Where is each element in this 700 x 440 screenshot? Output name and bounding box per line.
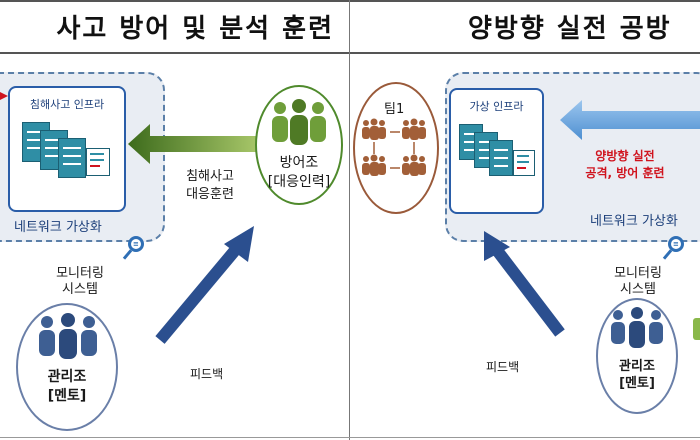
manager-line2-right: [멘토] — [619, 376, 655, 391]
manager-team-label: 관리조 [멘토] — [22, 368, 112, 406]
defense-team-label: 방어조 [대응인력] — [258, 154, 340, 192]
team1-people-icon — [362, 118, 426, 176]
defense-line1: 방어조 — [279, 155, 319, 171]
monitoring-system-label: 모니터링 시스템 — [40, 266, 120, 298]
virtual-infra-panel: 가상 인프라 — [449, 88, 544, 214]
bidirectional-battle-arrow — [560, 100, 700, 140]
feedback-arrow — [155, 226, 254, 344]
feedback-label: 피드백 — [190, 367, 224, 381]
monitor-line2: 시스템 — [62, 282, 98, 297]
team1-label: 팀1 — [384, 102, 405, 117]
network-virtualization-label-right: 네트워크 가상화 — [590, 214, 678, 229]
incident-infra-panel: 침해사고 인프라 — [8, 86, 126, 212]
team1-oval — [353, 82, 439, 214]
battle-line1: 양방향 실전 — [595, 149, 655, 163]
incoming-red-arrow-icon — [0, 92, 8, 100]
virtual-infra-label: 가상 인프라 — [469, 100, 524, 113]
network-virtualization-label: 네트워크 가상화 — [14, 220, 102, 235]
battle-line2: 공격, 방어 훈련 — [585, 166, 665, 180]
manager-line1: 관리조 — [47, 369, 87, 385]
server-stack-icon — [22, 122, 112, 192]
manager-team-label-right: 관리조 [멘토] — [597, 358, 677, 392]
monitor-line1: 모니터링 — [56, 266, 104, 281]
offscreen-green-arrow-fragment — [693, 318, 700, 340]
arrow-label-line2: 대응훈련 — [186, 187, 234, 202]
server-stack-icon-right — [459, 124, 539, 194]
manager-line1-right: 관리조 — [619, 359, 655, 374]
monitor-line2-right: 시스템 — [620, 282, 656, 297]
monitoring-system-label-right: 모니터링 시스템 — [598, 266, 678, 298]
manager-team-people-icon — [39, 313, 97, 359]
right-panel-title: 양방향 실전 공방 — [468, 13, 672, 44]
feedback-arrow-right — [484, 231, 565, 337]
manager-line2: [멘토] — [47, 388, 87, 404]
header-bottom-rule — [0, 52, 700, 54]
incident-training-label: 침해사고 대응훈련 — [170, 168, 250, 204]
battle-label: 양방향 실전 공격, 방어 훈련 — [570, 148, 680, 182]
panel-divider — [349, 0, 350, 440]
defense-team-people-icon — [272, 99, 326, 145]
feedback-label-right: 피드백 — [486, 360, 520, 374]
footer-rule — [0, 437, 700, 438]
manager-team-people-icon-right — [611, 307, 663, 348]
incident-training-arrow — [128, 124, 260, 164]
infra-label: 침해사고 인프라 — [29, 98, 105, 111]
arrow-label-line1: 침해사고 — [186, 169, 234, 184]
defense-line2: [대응인력] — [267, 174, 331, 190]
left-panel-title: 사고 방어 및 분석 훈련 — [56, 13, 334, 44]
monitor-line1-right: 모니터링 — [614, 266, 662, 281]
header-top-rule — [0, 0, 700, 2]
